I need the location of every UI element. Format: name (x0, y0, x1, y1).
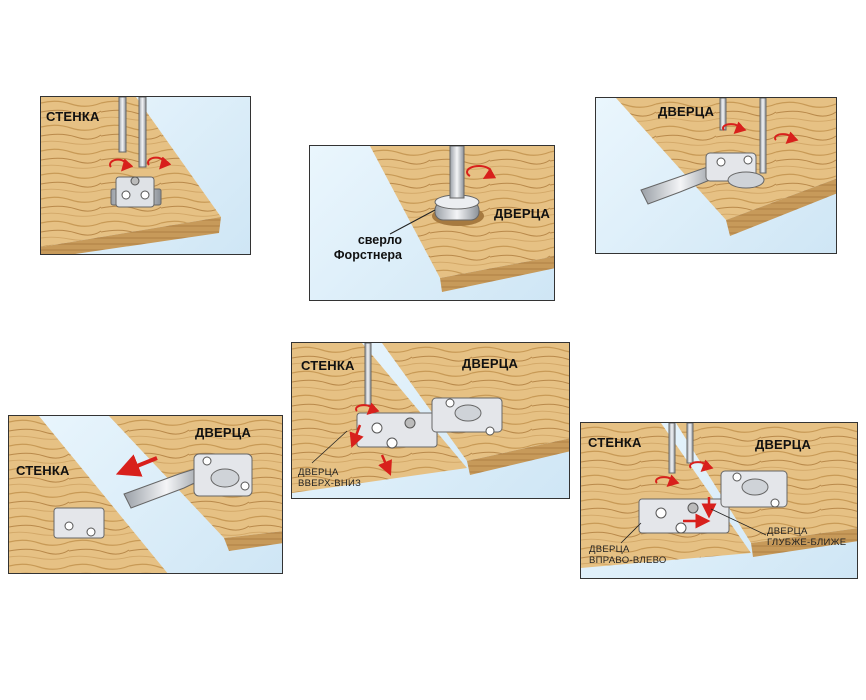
label-door-up-down-line2: ВВЕРХ-ВНИЗ (298, 478, 362, 489)
label-door-right-left: ДВЕРЦА ВПРАВО-ВЛЕВО (589, 544, 667, 566)
snap-hinge-illustration (9, 416, 282, 573)
adjust-lateral-depth-illustration (581, 423, 857, 568)
label-wall: СТЕНКА (46, 109, 100, 124)
label-wall: СТЕНКА (588, 435, 642, 450)
label-door-right-left-line1: ДВЕРЦА (589, 544, 630, 555)
label-door: ДВЕРЦА (494, 206, 551, 221)
label-door-up-down: ДВЕРЦА ВВЕРХ-ВНИЗ (298, 467, 361, 489)
label-door: ДВЕРЦА (658, 104, 715, 119)
step-panel-mount-plate: СТЕНКА (40, 96, 251, 255)
mount-plate-illustration (41, 97, 221, 254)
label-forstner-line1: сверло (357, 233, 402, 247)
step-panel-forstner-drill: ДВЕРЦА сверло Форстнера (309, 145, 555, 301)
label-door: ДВЕРЦА (462, 356, 519, 371)
label-door-deeper-closer-line1: ДВЕРЦА (767, 526, 808, 537)
step-panel-hinge-to-door: ДВЕРЦА (595, 97, 837, 254)
adjust-vertical-illustration (292, 343, 569, 493)
label-door-right-left-line2: ВПРАВО-ВЛЕВО (589, 555, 667, 566)
label-wall: СТЕНКА (301, 358, 355, 373)
label-door-deeper-closer-line2: ГЛУБЖЕ-БЛИЖЕ (767, 537, 847, 548)
label-door-up-down-line1: ДВЕРЦА (298, 467, 339, 478)
step-panel-adjust-lateral-depth: СТЕНКА ДВЕРЦА ДВЕРЦА ВПРАВО-ВЛЕВО ДВЕРЦА… (580, 422, 858, 579)
label-wall: СТЕНКА (16, 463, 70, 478)
label-door: ДВЕРЦА (755, 437, 812, 452)
label-door: ДВЕРЦА (195, 425, 252, 440)
step-panel-snap-hinge: ДВЕРЦА СТЕНКА (8, 415, 283, 574)
label-forstner-line2: Форстнера (333, 248, 402, 262)
label-forstner-bit: сверло Форстнера (322, 233, 402, 263)
label-door-deeper-closer: ДВЕРЦА ГЛУБЖЕ-БЛИЖЕ (767, 526, 846, 548)
hinge-to-door-illustration (616, 98, 836, 236)
step-panel-adjust-vertical: СТЕНКА ДВЕРЦА ДВЕРЦА ВВЕРХ-ВНИЗ (291, 342, 570, 499)
forstner-drill-illustration (370, 146, 554, 292)
